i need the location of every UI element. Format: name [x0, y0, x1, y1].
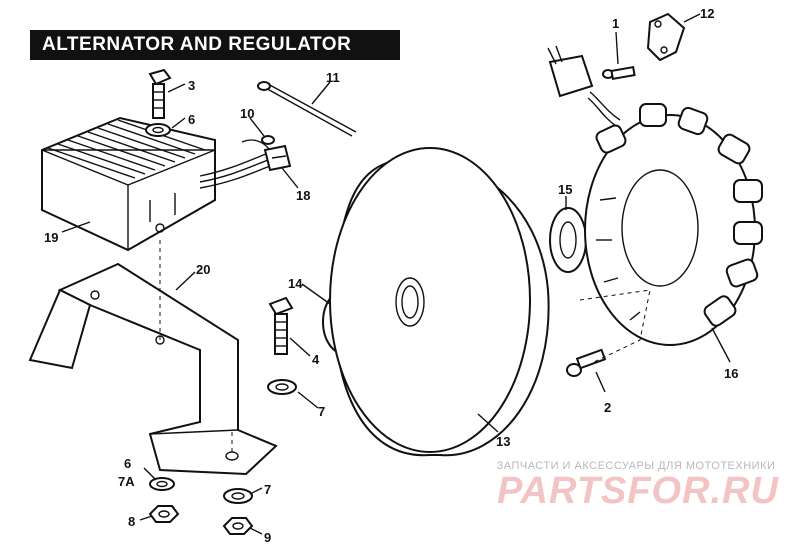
- leader-lines: [61, 13, 731, 535]
- callout-12: 12: [700, 6, 714, 21]
- screw-part-1: [602, 65, 636, 81]
- callout-6-top: 6: [188, 112, 195, 127]
- bolt-part-3: [148, 68, 172, 119]
- callout-20: 20: [196, 262, 210, 277]
- callout-13: 13: [496, 434, 510, 449]
- callout-11: 11: [326, 70, 340, 85]
- callout-7-lower: 7: [264, 482, 271, 497]
- clamp-part-12: [646, 12, 686, 62]
- terminal-part-10: [261, 135, 275, 145]
- callout-16: 16: [724, 366, 738, 381]
- callout-2: 2: [604, 400, 611, 415]
- bracket-part-20: [28, 262, 278, 476]
- washer-part-6-top: [145, 123, 171, 137]
- bolt-part-4: [268, 296, 294, 355]
- regulator-part-19: [41, 116, 216, 252]
- callout-18: 18: [296, 188, 310, 203]
- stator-part-16: [584, 103, 763, 346]
- rotor-part-13: [329, 147, 550, 457]
- callout-14: 14: [288, 276, 303, 291]
- callout-7a: 7A: [118, 474, 135, 489]
- lockwasher-part-7-lower: [223, 488, 253, 504]
- wire-harness: [199, 139, 271, 189]
- diagram-title: ALTERNATOR AND REGULATOR: [30, 30, 400, 60]
- callout-7-upper: 7: [318, 404, 325, 419]
- callout-15: 15: [558, 182, 572, 197]
- stator-plug: [547, 45, 621, 127]
- washer-part-6-bottom: [149, 477, 175, 491]
- washer-part-15: [549, 207, 587, 273]
- screw-part-2: [566, 348, 607, 377]
- callout-19: 19: [44, 230, 58, 245]
- callout-10: 10: [240, 106, 254, 121]
- cable-tie-part-11: [257, 81, 357, 137]
- nut-part-8: [148, 505, 180, 523]
- assembly-guide-lines: [159, 240, 651, 456]
- callout-4: 4: [312, 352, 320, 367]
- callout-6-bottom: 6: [124, 456, 131, 471]
- callout-3: 3: [188, 78, 195, 93]
- callout-9: 9: [264, 530, 271, 545]
- lockwasher-part-7-upper: [267, 379, 297, 395]
- nut-part-9: [222, 517, 254, 535]
- callout-1: 1: [612, 16, 619, 31]
- callout-8: 8: [128, 514, 135, 529]
- watermark-logo: PARTSFOR.RU: [497, 470, 779, 512]
- watermark-tagline: ЗАПЧАСТИ И АКСЕССУАРЫ ДЛЯ МОТОТЕХНИКИ: [496, 460, 776, 472]
- connector-part-18: [263, 144, 292, 172]
